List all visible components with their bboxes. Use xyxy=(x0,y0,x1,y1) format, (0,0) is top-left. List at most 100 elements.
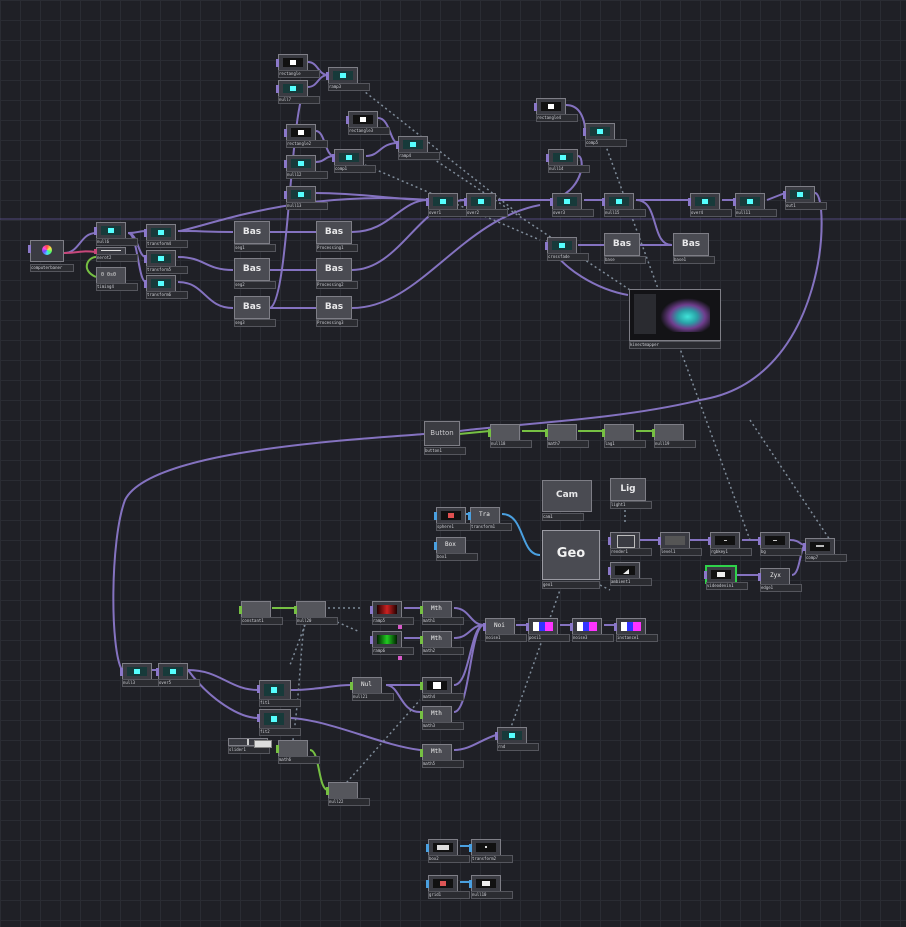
over3-node[interactable]: over3 xyxy=(550,193,594,217)
comp7-node[interactable]: comp7 xyxy=(803,538,847,562)
node-label: ramp3 xyxy=(328,83,370,91)
seg3-node[interactable]: Bas seg3 xyxy=(234,296,276,327)
lag1-node[interactable]: lag1 xyxy=(602,424,646,448)
null13-node[interactable]: null13 xyxy=(284,186,328,210)
node-label: over4 xyxy=(690,209,732,217)
rectangle2-node[interactable]: rectangle2 xyxy=(284,124,328,148)
edge1-node[interactable]: Zyx edge1 xyxy=(758,568,802,592)
math2-node[interactable]: Mth math2 xyxy=(420,631,464,655)
posi1-node[interactable]: posi1 xyxy=(526,618,570,642)
geo1-node[interactable]: Geo geo1 xyxy=(542,530,600,590)
null18-node[interactable]: null18 xyxy=(488,424,532,448)
kinectmapper-node[interactable]: kinectmapper xyxy=(629,289,721,349)
fit2-node[interactable]: fit2 xyxy=(257,709,301,736)
processing2-node[interactable]: Bas Processing2 xyxy=(316,258,358,289)
math3-node[interactable]: Mth math3 xyxy=(420,706,464,730)
rectangle3-node[interactable]: rectangle3 xyxy=(346,111,390,135)
over4-node[interactable]: over4 xyxy=(688,193,732,217)
transform2-node[interactable]: transform2 xyxy=(469,839,513,863)
constant1-node[interactable]: constant1 xyxy=(239,601,283,625)
noise1-node[interactable]: Noi noise1 xyxy=(483,618,527,642)
processing3-node[interactable]: Bas Processing3 xyxy=(316,296,358,327)
ramp5-node[interactable]: ramp5 xyxy=(370,601,414,625)
math5-node[interactable]: Mth math5 xyxy=(420,744,464,768)
render1-node[interactable]: render1 xyxy=(608,532,652,556)
level1-node[interactable]: level1 xyxy=(658,532,702,556)
rectangle4-node[interactable]: rectangle4 xyxy=(534,98,578,122)
videoin-viewer[interactable] xyxy=(28,240,64,262)
null7-node[interactable]: null7 xyxy=(276,80,320,104)
base1-node[interactable]: Bas base1 xyxy=(673,233,715,264)
math4-node[interactable]: math4 xyxy=(420,677,464,701)
timer-node[interactable]: 0 0s0 timing4 xyxy=(96,267,138,291)
over5-node[interactable]: over5 xyxy=(156,663,200,687)
geometry-comp-title: Geo xyxy=(556,546,586,561)
ramp6-node[interactable]: ramp6 xyxy=(370,631,414,655)
node-label: math1 xyxy=(422,617,464,625)
box2-node[interactable]: box2 xyxy=(426,839,470,863)
sop-type-label: Box xyxy=(445,541,456,548)
seg1-node[interactable]: Bas seg1 xyxy=(234,221,276,252)
rgbkey1-node[interactable]: rgbkey1 xyxy=(708,532,752,556)
node-label: over5 xyxy=(158,679,200,687)
transform6-node[interactable]: transform6 xyxy=(144,275,188,299)
instance1-node[interactable]: instance1 xyxy=(614,618,658,642)
processing1-node[interactable]: Bas Processing1 xyxy=(316,221,358,252)
bg-node[interactable]: bg xyxy=(758,532,802,556)
slider-handle[interactable] xyxy=(247,739,249,745)
ambient1-node[interactable]: ambient1 xyxy=(608,562,652,586)
videoin-node[interactable]: computerbaner xyxy=(28,240,74,272)
node-label: null22 xyxy=(328,798,370,806)
light1-node[interactable]: Lig light1 xyxy=(610,478,652,509)
fit1-node[interactable]: fit1 xyxy=(257,680,301,707)
slider-value-box xyxy=(254,740,272,748)
null22-node[interactable]: null22 xyxy=(326,782,370,806)
sphere1-node[interactable]: sphere1 xyxy=(434,507,478,531)
rnd-node[interactable]: rnd xyxy=(495,727,539,751)
null15-node[interactable]: null15 xyxy=(602,193,646,217)
kinectmapper-viewer[interactable] xyxy=(629,289,721,341)
base-comp-title: Bas xyxy=(324,302,344,312)
null19-node[interactable]: null19 xyxy=(652,424,696,448)
transform4-node[interactable]: transform4 xyxy=(144,224,188,248)
ramp4-node[interactable]: ramp4 xyxy=(396,136,440,160)
comp1-node[interactable]: comp1 xyxy=(332,149,376,173)
node-label: transform4 xyxy=(146,240,188,248)
base-node[interactable]: Bas base xyxy=(604,233,646,264)
rectangle-node[interactable]: rectangle xyxy=(276,54,320,78)
button1-node[interactable]: Button button1 xyxy=(424,421,466,455)
over2-node[interactable]: over2 xyxy=(464,193,508,217)
slider1-node[interactable]: slider1 xyxy=(228,738,272,754)
null10-node[interactable]: null10 xyxy=(469,875,513,899)
null20-node[interactable]: null20 xyxy=(294,601,338,625)
null3-node[interactable]: null3 xyxy=(120,663,164,687)
null14-node[interactable]: null14 xyxy=(546,149,590,173)
button-title[interactable]: Button xyxy=(430,429,454,437)
node-label: videodevin1 xyxy=(706,582,748,590)
grid1-node[interactable]: grid1 xyxy=(426,875,470,899)
null12-node[interactable]: null12 xyxy=(284,155,328,179)
transform5-node[interactable]: transform5 xyxy=(144,250,188,274)
out1-node[interactable]: out1 xyxy=(783,186,827,210)
transform1-node[interactable]: Tra transform1 xyxy=(468,507,512,531)
node-label: out1 xyxy=(785,202,827,210)
node-label: posi1 xyxy=(528,634,570,642)
null21-node[interactable]: Nul null21 xyxy=(350,677,394,701)
videodevin1-node[interactable]: videodevin1 xyxy=(704,566,748,590)
ramp3-node[interactable]: ramp3 xyxy=(326,67,370,91)
crossfade-node[interactable]: crossfade xyxy=(545,237,589,261)
over1-node[interactable]: over1 xyxy=(426,193,470,217)
math7-node[interactable]: math7 xyxy=(545,424,589,448)
cyan-noise-thumb xyxy=(101,226,121,235)
noise3-node[interactable]: noise3 xyxy=(570,618,614,642)
math6-node[interactable]: math6 xyxy=(276,740,320,764)
box1-node[interactable]: Box box1 xyxy=(434,537,478,561)
math1-node[interactable]: Mth math1 xyxy=(420,601,464,625)
null11-node[interactable]: null11 xyxy=(733,193,777,217)
cam1-node[interactable]: Cam cam1 xyxy=(542,480,592,521)
seg2-node[interactable]: Bas seg2 xyxy=(234,258,276,289)
null6-node[interactable]: null6 xyxy=(94,222,138,246)
comp5-node[interactable]: comp5 xyxy=(583,123,627,147)
audio-node[interactable]: nerot2 xyxy=(94,247,138,262)
